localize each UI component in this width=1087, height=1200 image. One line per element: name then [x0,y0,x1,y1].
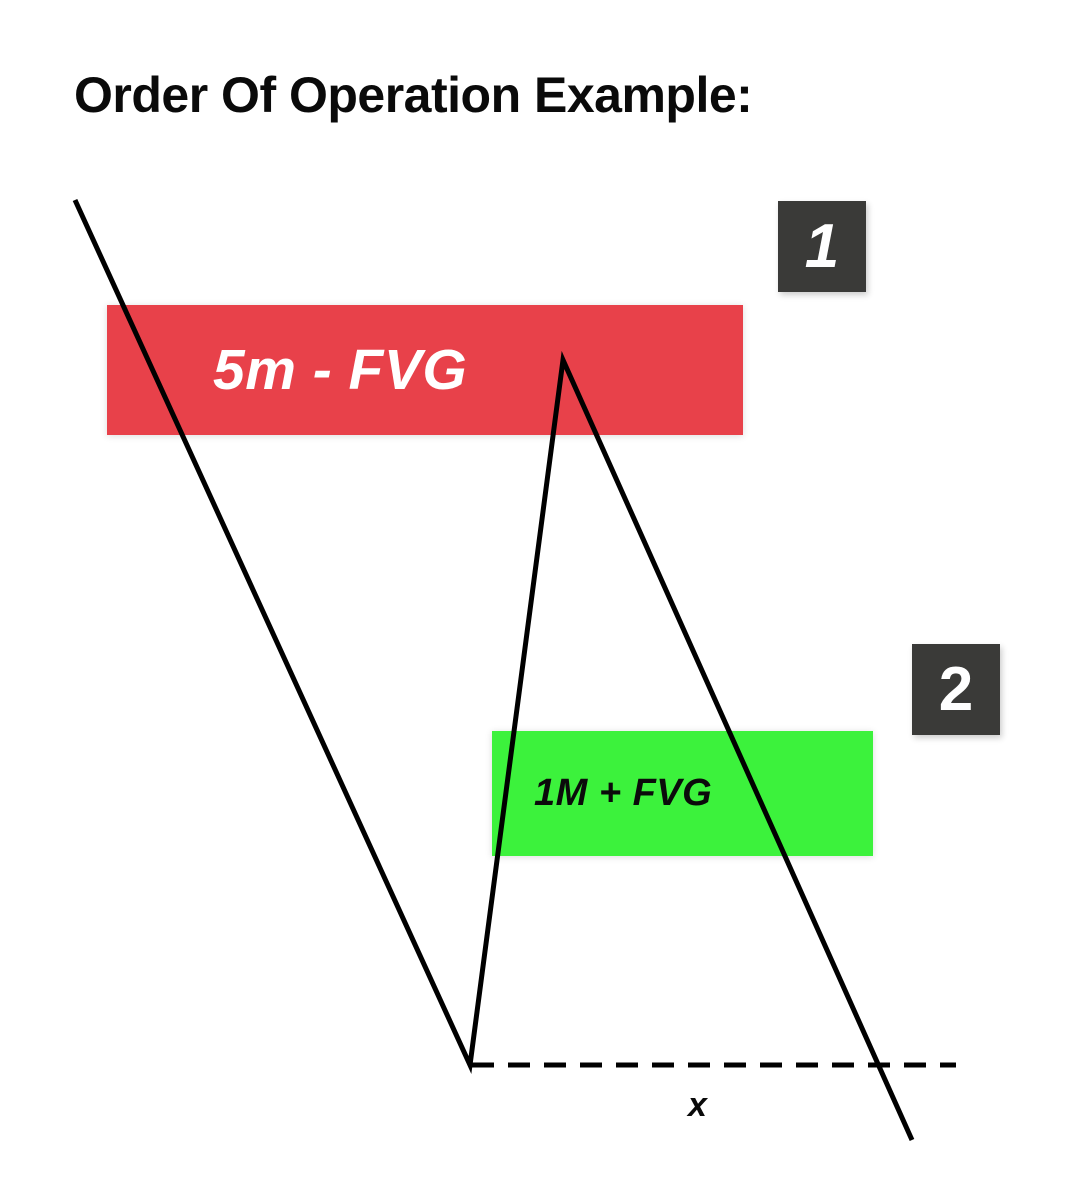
page-title: Order Of Operation Example: [74,67,753,123]
step-badge-1[interactable]: 1 [778,201,866,292]
measure-distance-label: x [688,1086,707,1124]
fvg-zone-5m-label: 5m - FVG [213,338,468,402]
fvg-zone-1m-label: 1M + FVG [534,772,713,814]
step-badge-2-number: 2 [938,654,974,724]
fvg-zone-1m[interactable]: 1M + FVG [492,731,873,856]
step-badge-1-number: 1 [804,211,840,281]
step-badge-2[interactable]: 2 [912,644,1000,735]
fvg-zone-5m[interactable]: 5m - FVG [107,305,743,435]
